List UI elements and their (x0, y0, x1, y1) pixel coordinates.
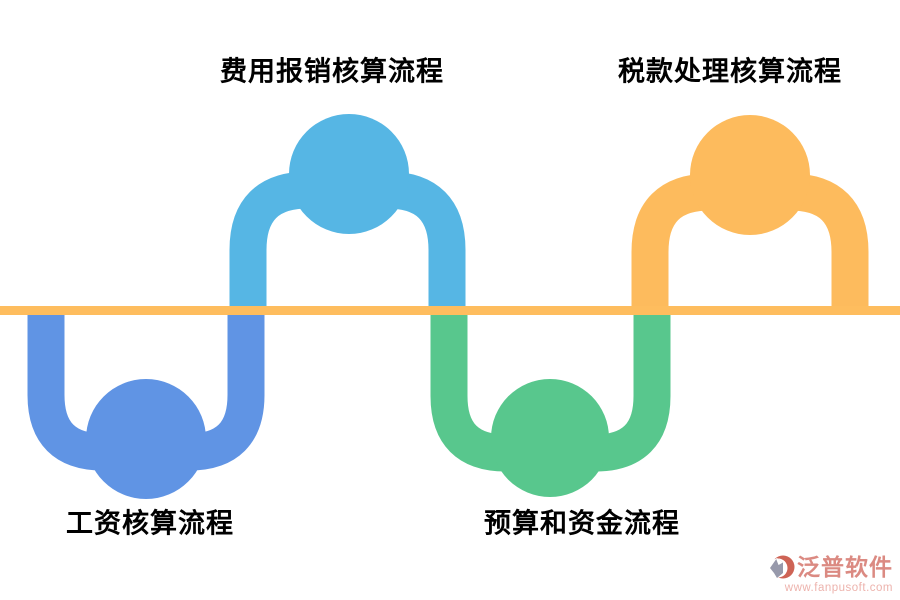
node-label-expense: 费用报销核算流程 (220, 56, 444, 87)
node-circle-salary (86, 379, 206, 499)
node-circle-expense (289, 114, 409, 234)
brand-name: 泛普软件 (797, 554, 893, 580)
node-label-budget: 预算和资金流程 (484, 508, 680, 539)
wave-baseline (0, 306, 900, 315)
node-circle-tax (690, 115, 810, 235)
brand-watermark: 泛普软件 www.fanpusoft.com (769, 555, 893, 595)
node-label-salary: 工资核算流程 (66, 508, 234, 539)
node-label-tax: 税款处理核算流程 (618, 56, 842, 87)
fanpu-logo-icon (769, 555, 795, 578)
brand-url: www.fanpusoft.com (784, 581, 893, 594)
node-circle-budget (491, 379, 609, 497)
